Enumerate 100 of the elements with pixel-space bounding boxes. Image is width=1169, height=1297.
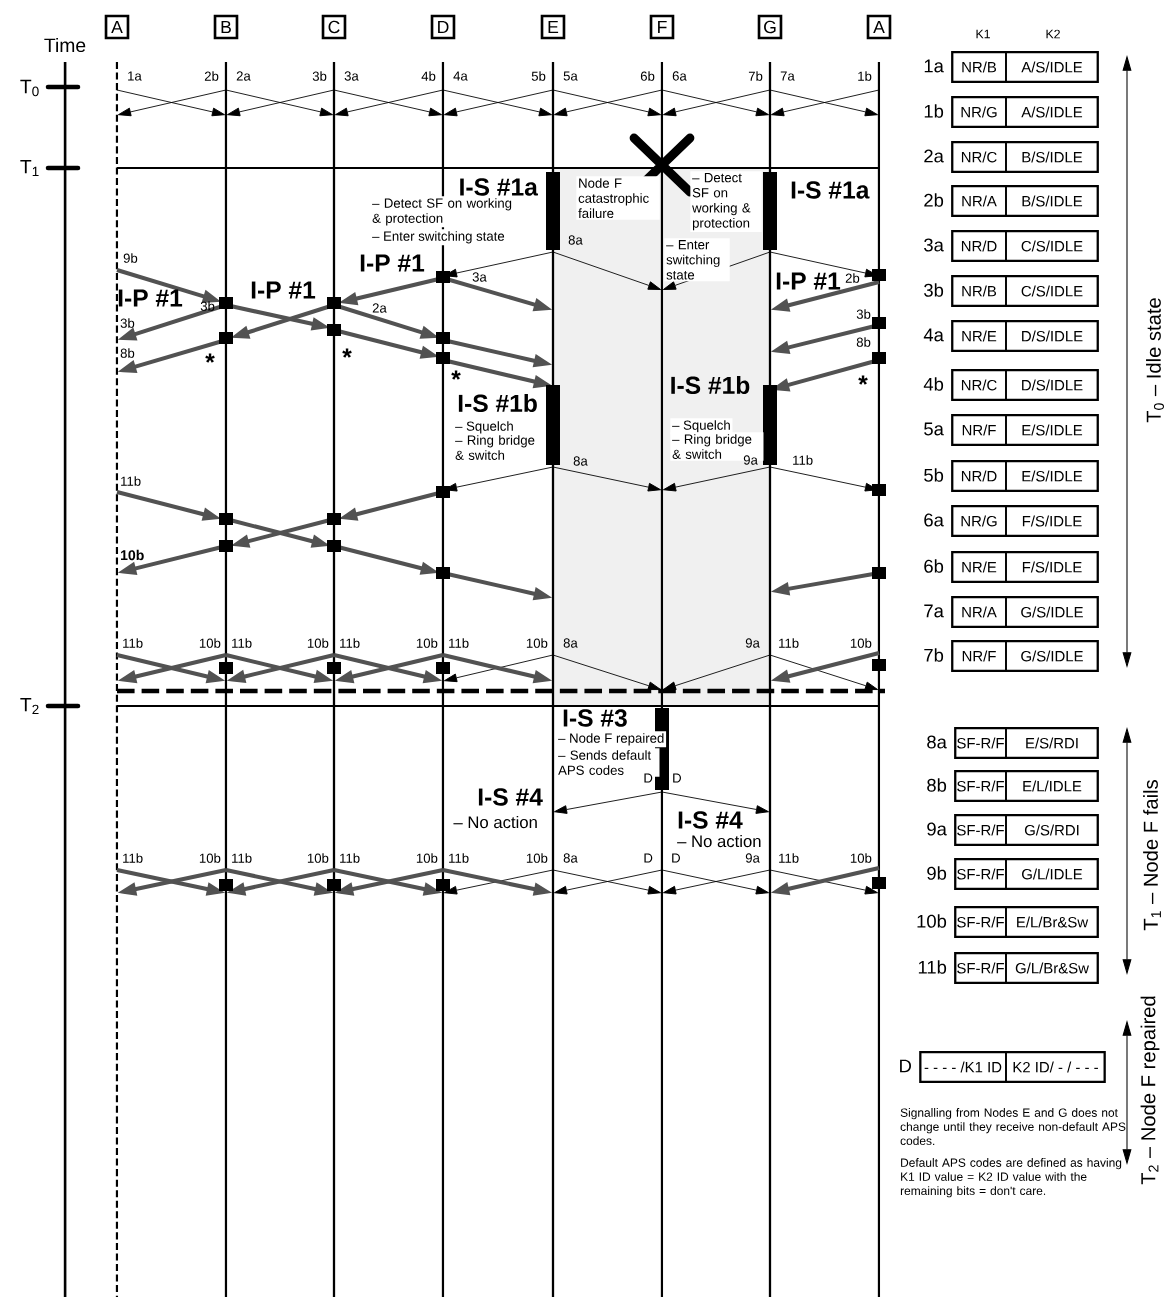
node-label: 5a	[924, 422, 944, 436]
phase-label: T$_{1}$ – Node F fails	[1143, 780, 1161, 931]
message-label: 10b	[416, 638, 438, 648]
node-label: 9b	[927, 866, 947, 880]
node-label: 5b	[924, 468, 944, 482]
node-label: 7b	[924, 648, 944, 662]
code-table-row: 2b NR/A B/S/IDLE	[924, 184, 1099, 218]
node-label-box: A	[866, 14, 892, 40]
node-label: 2b	[924, 193, 944, 207]
code-table-row: 1b NR/G A/S/IDLE	[924, 95, 1099, 129]
time-label: Time	[44, 37, 86, 53]
state-heading: I-S #4	[678, 811, 743, 829]
message-label: 5a	[563, 71, 578, 81]
code-table-row: 1a NR/B A/S/IDLE	[924, 50, 1099, 84]
state-heading: I-S #3	[563, 709, 627, 727]
code-table-row: D - - - - /K1 ID K2 ID/ - / - - -	[900, 1050, 1106, 1084]
message-label: 9a	[745, 638, 760, 648]
message-label: 3a	[472, 272, 487, 282]
message-label: 11b	[123, 853, 143, 863]
message-label: 11b	[779, 853, 799, 863]
message-label: 10b	[526, 638, 548, 648]
note-text: Signalling from Nodes E and G does not change until they receive non-default APS codes.	[900, 1108, 1126, 1145]
message-label: – Detect SF on working & protection	[690, 171, 762, 232]
node-label: 3a	[924, 238, 944, 252]
message-label: 4b	[421, 71, 436, 81]
node-label: 8a	[927, 735, 947, 749]
message-label: 3a	[344, 71, 359, 81]
message-label: 11b	[121, 476, 141, 486]
message-label: 10b	[199, 853, 221, 863]
message-label: 11b	[779, 638, 799, 648]
message-label: – Squelch	[455, 421, 513, 434]
state-heading: I-S #1b	[671, 375, 750, 395]
state-heading: I-S #1a	[791, 181, 870, 199]
message-label: 5b	[531, 71, 546, 81]
message-label: 11b	[232, 638, 252, 648]
node-label: 1b	[924, 104, 944, 118]
node-label-box: F	[649, 14, 675, 40]
message-label: – Node F repaired	[556, 731, 667, 748]
code-table-row: 6a NR/G F/S/IDLE	[924, 504, 1099, 538]
code-table-row: 7a NR/A G/S/IDLE	[924, 595, 1099, 629]
state-heading: *	[342, 348, 352, 358]
message-label: 3b	[200, 301, 215, 311]
node-label: 11b	[918, 960, 947, 974]
node-label-box: D	[430, 14, 456, 40]
time-label: T$_{0}$	[20, 79, 39, 97]
node-label: 8b	[927, 778, 947, 792]
message-label: 2b	[845, 273, 860, 283]
code-table-row: 4a NR/E D/S/IDLE	[923, 319, 1099, 353]
node-label: 1a	[924, 59, 944, 73]
node-label: 2a	[924, 149, 944, 163]
message-label: 11b	[232, 853, 252, 863]
code-table-row: 11b SF-R/F G/L/Br&Sw	[918, 951, 1099, 985]
node-label: 4b	[923, 377, 944, 391]
message-label: Node F catastrophic failure	[576, 176, 660, 220]
message-label: 3b	[856, 309, 871, 319]
state-heading: I-P #1	[118, 289, 183, 307]
message-label: 7a	[780, 71, 795, 81]
time-label: T$_{1}$	[20, 159, 39, 177]
state-heading: *	[858, 375, 868, 385]
code-table-row: 2a NR/C B/S/IDLE	[924, 140, 1099, 174]
state-heading: *	[205, 353, 215, 363]
code-table-row: 5a NR/F E/S/IDLE	[924, 413, 1099, 447]
message-label: – Enter switching state	[370, 229, 507, 246]
message-label: 4a	[453, 71, 468, 81]
message-label: 10b	[199, 638, 221, 648]
message-label: 8a	[568, 235, 583, 245]
message-label: D	[672, 853, 680, 863]
message-label: 2a	[372, 303, 387, 313]
state-heading: *	[451, 370, 461, 380]
message-label: 9b	[123, 253, 138, 263]
message-label: – Ring bridge & switch	[455, 435, 535, 460]
node-label-box: A	[104, 14, 130, 40]
message-label: 10b	[850, 853, 872, 863]
message-label: – No action	[453, 815, 537, 829]
code-table-row: 4b NR/C D/S/IDLE	[923, 368, 1099, 402]
column-heading: K1	[976, 29, 990, 39]
code-table-row: 9a SF-R/F G/S/RDI	[927, 813, 1099, 847]
node-label-box: G	[757, 14, 783, 40]
code-table-row: 3b NR/B C/S/IDLE	[924, 274, 1099, 308]
message-label: 9a	[745, 853, 760, 863]
phase-label: T$_{2}$ – Node F repaired	[1140, 996, 1160, 1185]
state-heading: I-P #1	[360, 254, 425, 272]
message-label: 11b	[123, 638, 143, 648]
node-label: 7a	[924, 604, 944, 618]
code-table-row: 6b NR/E F/S/IDLE	[924, 550, 1099, 584]
node-label: 3b	[924, 283, 944, 297]
message-label: 2a	[236, 71, 251, 81]
message-label: 10b	[307, 638, 329, 648]
code-table-row: 8b SF-R/F E/L/IDLE	[927, 769, 1099, 803]
node-label-box: E	[540, 14, 566, 40]
message-label: – No action	[677, 834, 761, 848]
message-label: 7b	[748, 71, 763, 81]
note-text: Default APS codes are defined as having K1 ID value = K2 ID value with the remaining bits = don't care.	[900, 1158, 1122, 1198]
message-label: 11b	[340, 853, 360, 863]
column-heading: K2	[1046, 29, 1060, 39]
message-label: 8a	[573, 456, 588, 466]
code-table-row: 10b SF-R/F E/L/Br&Sw	[917, 905, 1099, 939]
message-label: 3b	[120, 318, 135, 328]
message-label: 10b	[121, 549, 144, 561]
state-heading: I-S #1b	[458, 393, 537, 413]
